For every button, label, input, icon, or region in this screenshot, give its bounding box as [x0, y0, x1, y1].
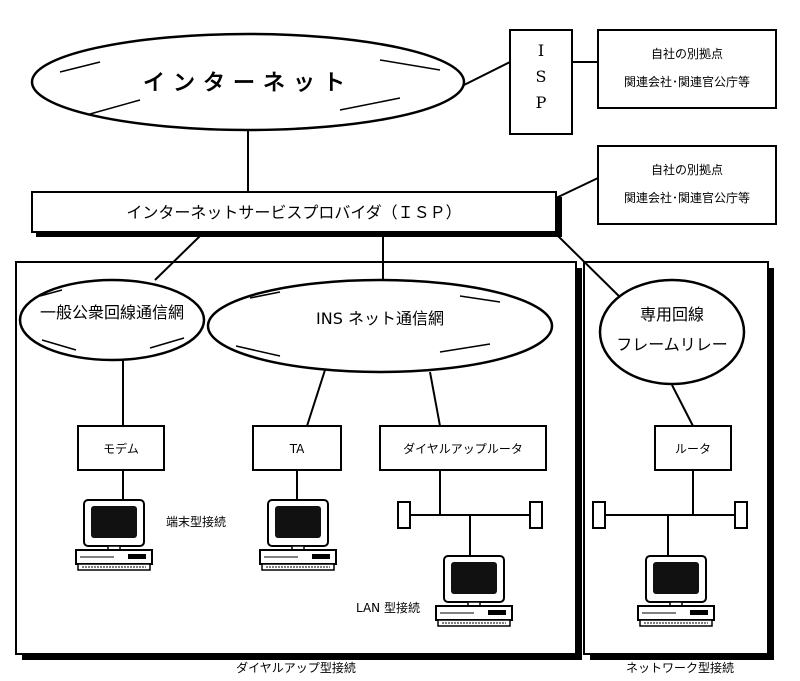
- remote-sites-box-mid: 自社の別拠点 関連会社･関連官公庁等: [597, 145, 777, 225]
- remote-mid-line1: 自社の別拠点: [651, 162, 723, 177]
- pstn-label: 一般公衆回線通信網: [40, 303, 184, 322]
- ins-to-ta-line: [306, 369, 326, 427]
- remote-top-line2: 関連会社･関連官公庁等: [624, 74, 750, 89]
- pstn-cloud: 一般公衆回線通信網: [18, 278, 206, 362]
- terminator-icon: [529, 501, 543, 529]
- router-box: ルータ: [654, 425, 732, 471]
- ta-box: TA: [252, 425, 342, 471]
- isp-to-pstn-line: [154, 235, 201, 281]
- isp-small-line1: I: [538, 41, 544, 60]
- internet-to-small-isp-line: [461, 61, 511, 87]
- isp-small-box: I S P: [509, 29, 573, 135]
- router-label: ルータ: [675, 442, 711, 456]
- remote-top-line1: 自社の別拠点: [651, 46, 723, 61]
- leased-line2: フレームリレー: [616, 335, 728, 354]
- leased-cloud: 専用回線 フレームリレー: [598, 278, 746, 386]
- ins-label: INS ネット通信網: [316, 309, 444, 328]
- terminator-icon: [734, 501, 748, 529]
- isp-bar: インターネットサービスプロバイダ（ＩＳＰ）: [31, 191, 562, 237]
- isp-to-leased-line: [555, 233, 629, 306]
- isp-small-line2: S: [536, 67, 547, 86]
- terminator-icon: [592, 501, 606, 529]
- lan-terminators: [397, 501, 748, 529]
- computer-icon: [637, 555, 715, 627]
- isp-to-remote-line: [555, 177, 599, 199]
- internet-cloud: インターネット: [30, 32, 466, 132]
- modem-label: モデム: [103, 441, 139, 456]
- lan-caption: LAN 型接続: [356, 600, 420, 615]
- isp-small-line3: P: [536, 93, 547, 112]
- dialup-router-label: ダイヤルアップルータ: [403, 441, 523, 456]
- computer-icon: [259, 499, 337, 571]
- leased-to-router-line: [671, 384, 694, 427]
- terminator-icon: [397, 501, 411, 529]
- ins-to-router-line: [429, 371, 441, 427]
- internet-label: インターネット: [143, 71, 353, 96]
- isp-bar-label: インターネットサービスプロバイダ（ＩＳＰ）: [126, 203, 461, 222]
- computer-icon: [75, 499, 153, 571]
- modem-box: モデム: [77, 425, 165, 471]
- ins-cloud: INS ネット通信網: [206, 278, 554, 374]
- terminal-caption: 端末型接続: [166, 514, 226, 529]
- leased-line1: 専用回線: [640, 305, 704, 324]
- remote-sites-box-top: 自社の別拠点 関連会社･関連官公庁等: [597, 29, 777, 109]
- network-group-caption: ネットワーク型接続: [626, 660, 734, 675]
- dialup-group-caption: ダイヤルアップ型接続: [236, 660, 356, 675]
- computer-icon: [435, 555, 513, 627]
- ta-label: TA: [289, 442, 305, 456]
- dialup-router-box: ダイヤルアップルータ: [379, 425, 547, 471]
- remote-mid-line2: 関連会社･関連官公庁等: [624, 190, 750, 205]
- connection-lines: [122, 61, 735, 555]
